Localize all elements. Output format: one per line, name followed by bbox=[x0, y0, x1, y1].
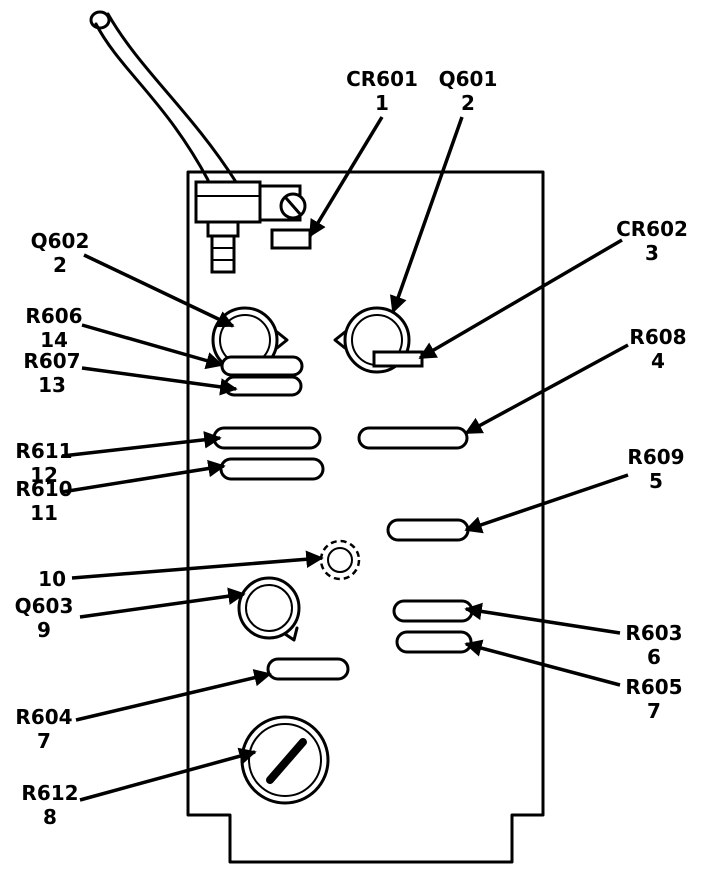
r612-ref: R612 bbox=[21, 781, 78, 805]
r611-num: 12 bbox=[30, 463, 58, 487]
callout-r612: R612 8 bbox=[21, 781, 78, 829]
r604-ref: R604 bbox=[15, 705, 72, 729]
cr602-diode bbox=[372, 350, 424, 368]
callout-q602: Q602 2 bbox=[31, 229, 90, 277]
r610-ref: R610 bbox=[15, 477, 72, 501]
q602-num: 2 bbox=[53, 253, 67, 277]
r608-ref: R608 bbox=[629, 325, 686, 349]
r605-num: 7 bbox=[647, 699, 661, 723]
connector bbox=[194, 180, 307, 274]
r605-ref: R605 bbox=[625, 675, 682, 699]
board-outline bbox=[186, 170, 545, 864]
r603-resistor bbox=[392, 599, 474, 623]
callout-cr601: CR601 1 bbox=[346, 67, 418, 115]
callout-r606: R606 14 bbox=[25, 304, 82, 352]
r609-num: 5 bbox=[649, 469, 663, 493]
item-10-num: 10 bbox=[38, 567, 66, 591]
r607-resistor bbox=[223, 375, 303, 397]
q603-ref: Q603 bbox=[15, 594, 74, 618]
q601-num: 2 bbox=[461, 91, 475, 115]
r608-resistor bbox=[357, 426, 469, 450]
r607-num: 13 bbox=[38, 373, 66, 397]
r609-ref: R609 bbox=[627, 445, 684, 469]
q602-ref: Q602 bbox=[31, 229, 90, 253]
r611-resistor bbox=[212, 426, 322, 450]
callout-r603: R603 6 bbox=[625, 621, 682, 669]
r603-ref: R603 bbox=[625, 621, 682, 645]
callout-r609: R609 5 bbox=[627, 445, 684, 493]
r611-ref: R611 bbox=[15, 439, 72, 463]
cr601-diode bbox=[270, 228, 312, 250]
r610-num: 11 bbox=[30, 501, 58, 525]
r607-ref: R607 bbox=[23, 349, 80, 373]
q603-num: 9 bbox=[37, 618, 51, 642]
callout-r610: R610 11 bbox=[15, 477, 72, 525]
callout-q603: Q603 9 bbox=[15, 594, 74, 642]
callout-q601: Q601 2 bbox=[439, 67, 498, 115]
cable bbox=[89, 10, 238, 184]
q601-ref: Q601 bbox=[439, 67, 498, 91]
r608-num: 4 bbox=[651, 349, 665, 373]
r612-num: 8 bbox=[43, 805, 57, 829]
r605-resistor bbox=[395, 630, 473, 654]
r606-num: 14 bbox=[40, 328, 68, 352]
cr602-ref: CR602 bbox=[616, 217, 688, 241]
cr601-ref: CR601 bbox=[346, 67, 418, 91]
r610-resistor bbox=[219, 457, 325, 481]
item-10-mount bbox=[319, 539, 361, 581]
r612-potentiometer bbox=[240, 715, 330, 805]
r604-num: 7 bbox=[37, 729, 51, 753]
callout-r605: R605 7 bbox=[625, 675, 682, 723]
leader-lines bbox=[61, 116, 629, 802]
callout-10: 10 bbox=[38, 567, 66, 591]
r609-resistor bbox=[386, 518, 470, 542]
callout-cr602: CR602 3 bbox=[616, 217, 688, 265]
callout-r608: R608 4 bbox=[629, 325, 686, 373]
callout-r604: R604 7 bbox=[15, 705, 72, 753]
r603-num: 6 bbox=[647, 645, 661, 669]
callout-r607: R607 13 bbox=[23, 349, 80, 397]
q603-transistor bbox=[237, 576, 301, 642]
r604-resistor bbox=[266, 657, 350, 681]
callout-r611: R611 12 bbox=[15, 439, 72, 487]
r606-ref: R606 bbox=[25, 304, 82, 328]
r606-resistor bbox=[220, 355, 304, 377]
cr601-num: 1 bbox=[375, 91, 389, 115]
cr602-num: 3 bbox=[645, 241, 659, 265]
